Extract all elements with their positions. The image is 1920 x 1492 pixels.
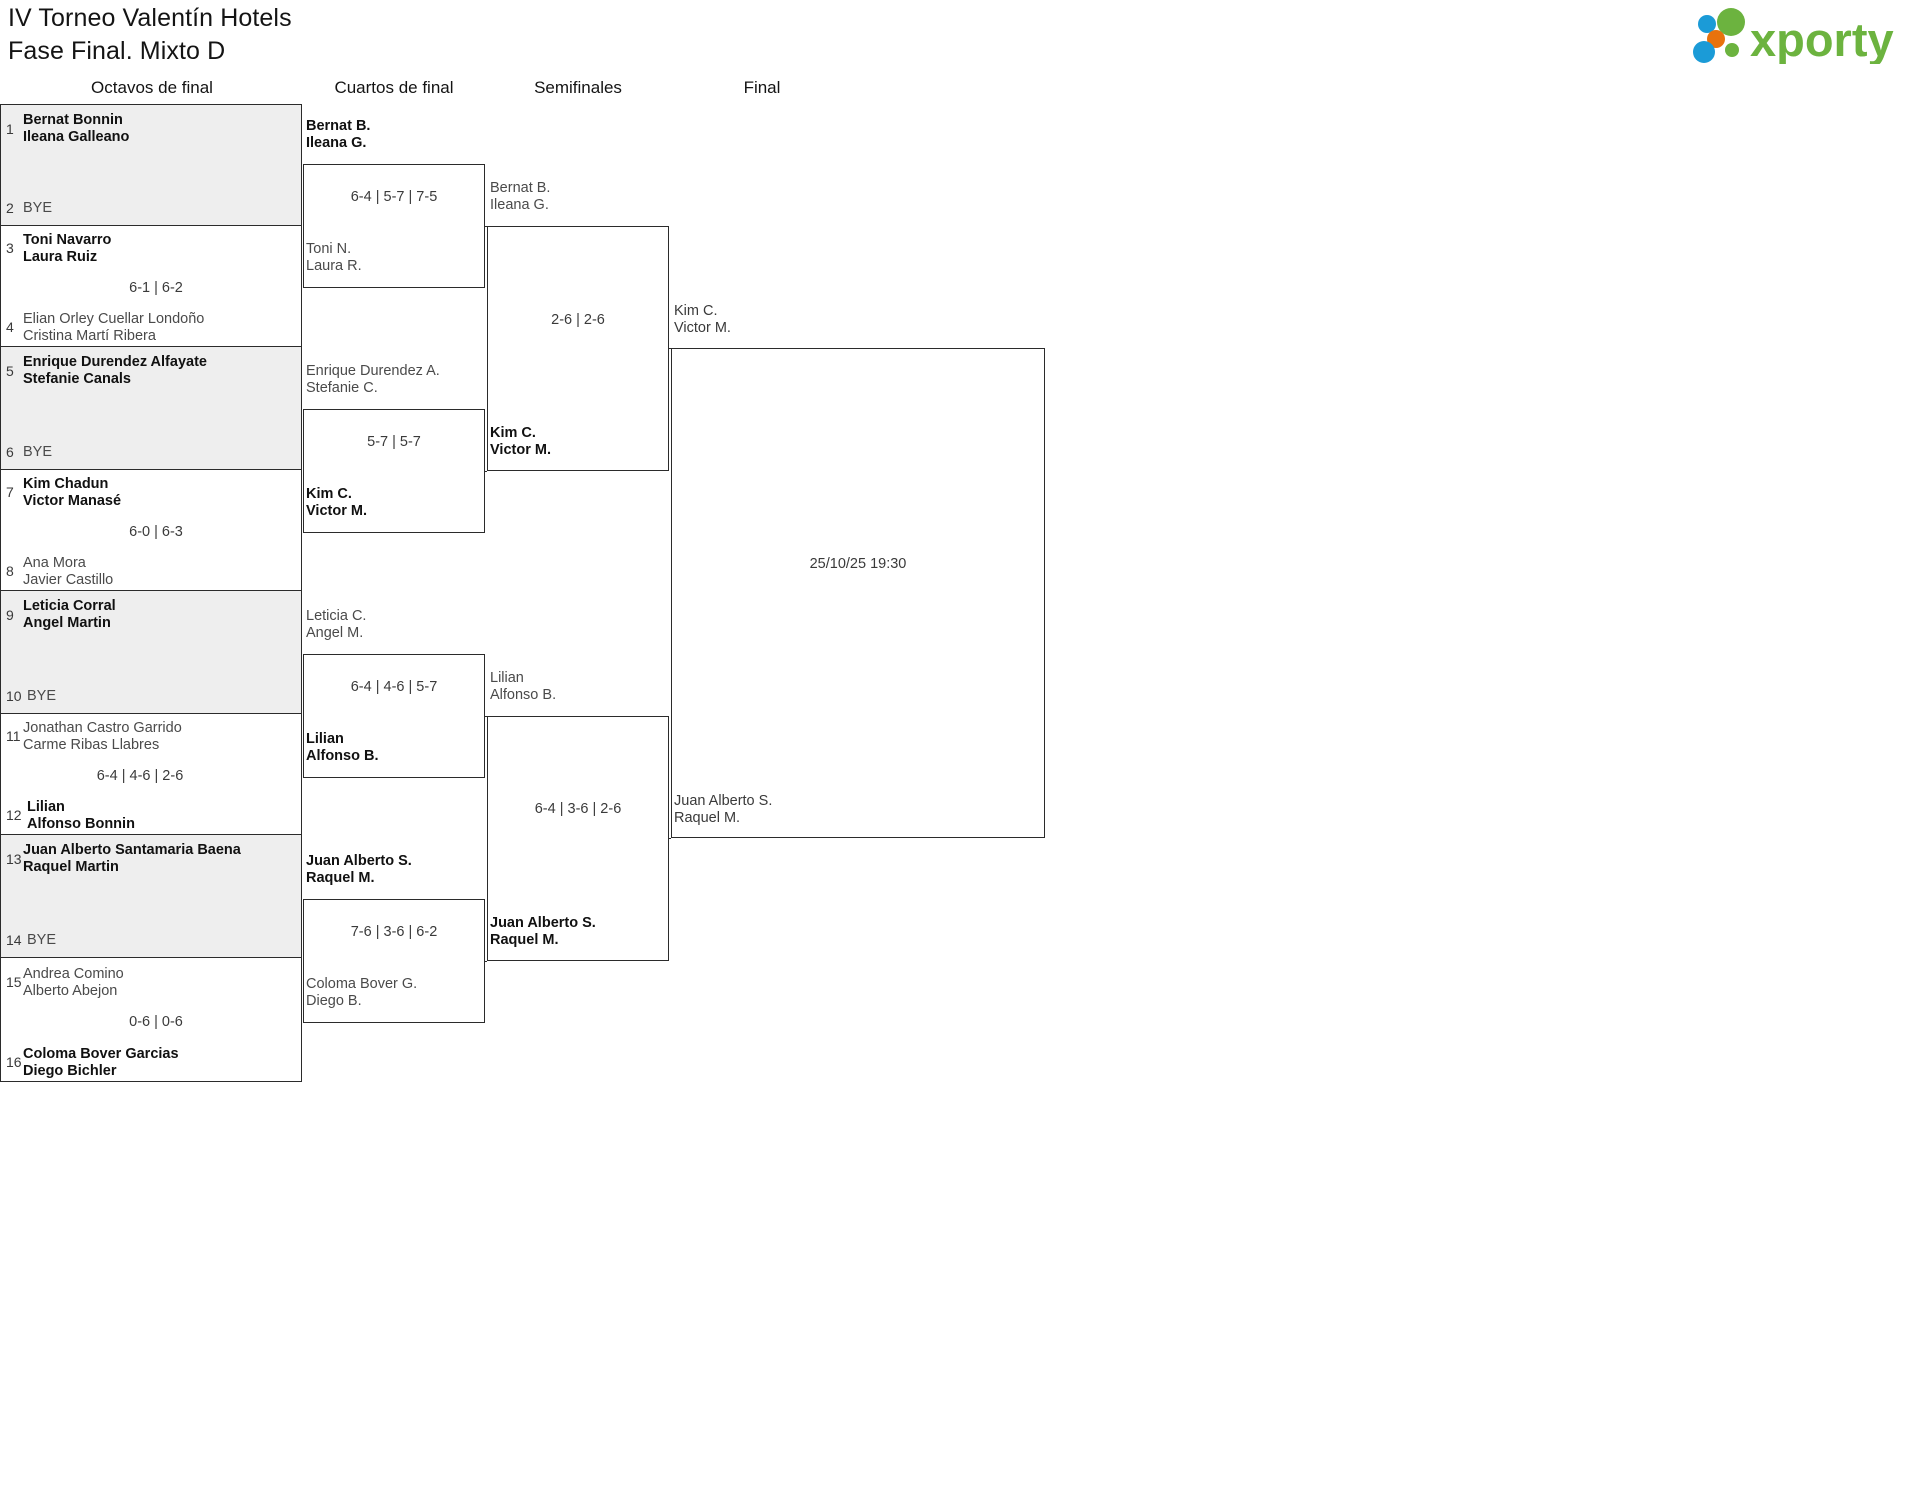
r1-match-6[interactable]: 11 Jonathan Castro Garrido Carme Ribas L… (0, 713, 302, 834)
r3-team-top: Bernat B. Ileana G. (490, 180, 551, 214)
seed-number: 8 (6, 563, 14, 579)
seed-number: 6 (6, 444, 14, 460)
r1-team: Jonathan Castro Garrido Carme Ribas Llab… (23, 720, 182, 754)
r1-team: Elian Orley Cuellar Londoño Cristina Mar… (23, 311, 205, 345)
r1-team-bye: BYE (23, 200, 53, 216)
seed-number: 2 (6, 200, 14, 216)
r1-team: Lilian Alfonso Bonnin (27, 799, 135, 833)
seed-number: 3 (6, 240, 14, 256)
r2-match-box-4[interactable] (303, 899, 485, 1023)
r2-team-bottom: Coloma Bover G. Diego B. (306, 976, 418, 1010)
r3-score: 6-4 | 3-6 | 2-6 (534, 801, 622, 817)
r1-score: 6-4 | 4-6 | 2-6 (96, 768, 184, 784)
r1-team: Coloma Bover Garcias Diego Bichler (23, 1046, 179, 1080)
r1-match-2[interactable]: 3 Toni Navarro Laura Ruiz 6-1 | 6-2 4 El… (0, 225, 302, 346)
r1-team: Juan Alberto Santamaria Baena Raquel Mar… (23, 842, 241, 876)
r2-team-bottom: Lilian Alfonso B. (306, 731, 379, 765)
seed-number: 11 (6, 728, 21, 744)
r2-team-bottom: Kim C. Victor M. (306, 486, 367, 520)
r2-match-box-1[interactable] (303, 164, 485, 288)
r2-score: 6-4 | 4-6 | 5-7 (350, 679, 438, 695)
r3-match-box-1[interactable] (487, 226, 669, 471)
r4-team-bottom: Juan Alberto S. Raquel M. (674, 793, 773, 827)
seed-number: 7 (6, 484, 14, 500)
r1-match-4[interactable]: 7 Kim Chadun Victor Manasé 6-0 | 6-3 8 A… (0, 469, 302, 590)
svg-text:xporty: xporty (1750, 13, 1894, 64)
r1-team: Ana Mora Javier Castillo (23, 555, 114, 589)
r1-match-5[interactable]: 9 Leticia Corral Angel Martin 10 BYE (0, 590, 302, 713)
r3-score: 2-6 | 2-6 (551, 312, 605, 328)
r1-team-bye: BYE (27, 688, 57, 704)
r2-match-box-3[interactable] (303, 654, 485, 778)
r1-team-bye: BYE (27, 932, 57, 948)
seed-number: 1 (6, 121, 14, 137)
r2-connector-2 (485, 471, 487, 472)
r1-team: Kim Chadun Victor Manasé (23, 476, 122, 510)
r1-team-bye: BYE (23, 444, 53, 460)
r2-team-bottom: Toni N. Laura R. (306, 241, 362, 275)
r4-match-box[interactable] (671, 348, 1045, 838)
r2-score: 7-6 | 3-6 | 6-2 (350, 924, 438, 940)
r4-team-top: Kim C. Victor M. (674, 303, 731, 337)
r2-score: 5-7 | 5-7 (367, 434, 421, 450)
seed-number: 9 (6, 607, 14, 623)
r1-match-3[interactable]: 5 Enrique Durendez Alfayate Stefanie Can… (0, 346, 302, 469)
tournament-phase: Fase Final. Mixto D (8, 36, 226, 65)
final-datetime: 25/10/25 19:30 (809, 556, 907, 572)
r2-team-top: Enrique Durendez A. Stefanie C. (306, 363, 440, 397)
r3-match-box-2[interactable] (487, 716, 669, 961)
r1-team: Toni Navarro Laura Ruiz (23, 232, 112, 266)
r1-team: Leticia Corral Angel Martin (23, 598, 116, 632)
tournament-name: IV Torneo Valentín Hotels (8, 4, 292, 32)
seed-number: 13 (6, 851, 22, 867)
r2-connector-1 (485, 226, 487, 227)
r1-score: 6-1 | 6-2 (129, 280, 183, 296)
r2-team-top: Leticia C. Angel M. (306, 608, 367, 642)
r2-team-top: Bernat B. Ileana G. (306, 118, 371, 152)
r3-team-bottom: Juan Alberto S. Raquel M. (490, 915, 596, 949)
round-header-final: Final (743, 78, 781, 97)
page-title: IV Torneo Valentín Hotels Fase Final. Mi… (8, 2, 292, 67)
seed-number: 12 (6, 807, 22, 823)
seed-number: 15 (6, 974, 22, 990)
r1-match-7[interactable]: 13 Juan Alberto Santamaria Baena Raquel … (0, 834, 302, 957)
r1-team: Bernat Bonnin Ileana Galleano (23, 112, 130, 146)
r2-team-top: Juan Alberto S. Raquel M. (306, 853, 412, 887)
r1-score: 0-6 | 0-6 (129, 1014, 183, 1030)
r1-team: Andrea Comino Alberto Abejon (23, 966, 124, 1000)
r2-score: 6-4 | 5-7 | 7-5 (350, 189, 438, 205)
seed-number: 5 (6, 363, 14, 379)
seed-number: 10 (6, 688, 22, 704)
r1-score: 6-0 | 6-3 (129, 524, 183, 540)
r2-match-box-2[interactable] (303, 409, 485, 533)
round-header-octavos: Octavos de final (91, 78, 213, 97)
seed-number: 14 (6, 932, 22, 948)
r3-connector-2 (669, 838, 671, 839)
r1-match-8[interactable]: 15 Andrea Comino Alberto Abejon 0-6 | 0-… (0, 957, 302, 1082)
seed-number: 4 (6, 319, 14, 335)
r1-match-1[interactable]: 1 Bernat Bonnin Ileana Galleano 2 BYE (0, 104, 302, 225)
round-header-semifinales: Semifinales (534, 78, 622, 97)
r3-team-bottom: Kim C. Victor M. (490, 425, 551, 459)
r1-team: Enrique Durendez Alfayate Stefanie Canal… (23, 354, 207, 388)
seed-number: 16 (6, 1054, 22, 1070)
r3-connector-1 (669, 348, 671, 349)
r2-connector-3 (485, 716, 487, 717)
xporty-logo[interactable]: xporty (1690, 8, 1905, 64)
round-header-cuartos: Cuartos de final (334, 78, 454, 97)
r3-team-top: Lilian Alfonso B. (490, 670, 557, 704)
r2-connector-4 (485, 961, 487, 962)
